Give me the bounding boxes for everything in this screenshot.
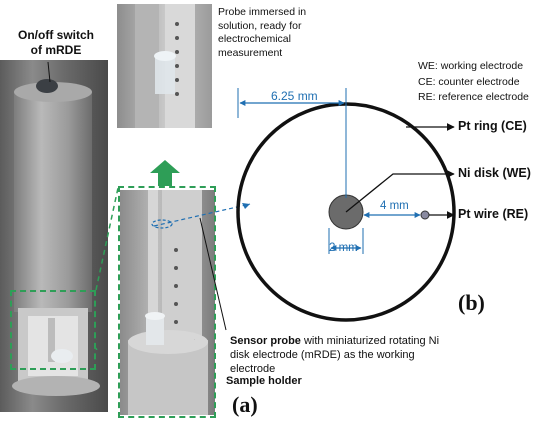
gap-dimension-label: 4 mm bbox=[380, 200, 409, 212]
sample-holder-label: Sample holder bbox=[226, 375, 302, 387]
immersed-caption: Probe immersed in solution, ready for el… bbox=[218, 6, 307, 59]
left-zoom-region bbox=[10, 290, 96, 370]
sensor-probe-caption: Sensor probe with miniaturized rotating … bbox=[230, 334, 460, 376]
ni-disk-label: Ni disk (WE) bbox=[458, 166, 531, 180]
ni-disk-arrow bbox=[345, 170, 455, 213]
sensor-probe-term: Sensor probe bbox=[230, 335, 301, 347]
probe-zoom-frame bbox=[118, 186, 216, 418]
probe-to-schematic-leader bbox=[151, 203, 251, 229]
up-arrow-icon bbox=[150, 160, 180, 186]
electrode-schematic bbox=[236, 88, 456, 322]
device-illustration bbox=[12, 79, 100, 396]
legend-we: WE: working electrode bbox=[418, 60, 524, 72]
immersed-probe-photo bbox=[117, 4, 212, 128]
switch-pointer bbox=[47, 61, 51, 83]
pt-wire-dot bbox=[420, 210, 430, 220]
device-photo bbox=[0, 60, 108, 412]
electrode-legend: WE: working electrode CE: counter electr… bbox=[418, 59, 529, 106]
legend-re: RE: reference electrode bbox=[418, 91, 529, 103]
photo-label-leaders bbox=[194, 217, 227, 340]
disk-dimension-label: 2 mm bbox=[329, 242, 358, 254]
panel-a-label: (a) bbox=[232, 392, 258, 417]
immersed-probe-illustration bbox=[135, 4, 195, 128]
legend-ce: CE: counter electrode bbox=[418, 75, 520, 88]
panel-b-label: (b) bbox=[458, 290, 485, 315]
pt-wire-label: Pt wire (RE) bbox=[458, 207, 529, 221]
probe-zoom-illustration bbox=[128, 190, 208, 415]
switch-label: On/off switch of mRDE bbox=[18, 28, 94, 57]
sensor-probe-description: with miniaturized rotating Ni disk elect… bbox=[230, 335, 440, 375]
radius-dimension-label: 6.25 mm bbox=[271, 89, 318, 103]
probe-zoom-photo bbox=[120, 190, 215, 415]
pt-ring-label: Pt ring (CE) bbox=[458, 119, 527, 133]
